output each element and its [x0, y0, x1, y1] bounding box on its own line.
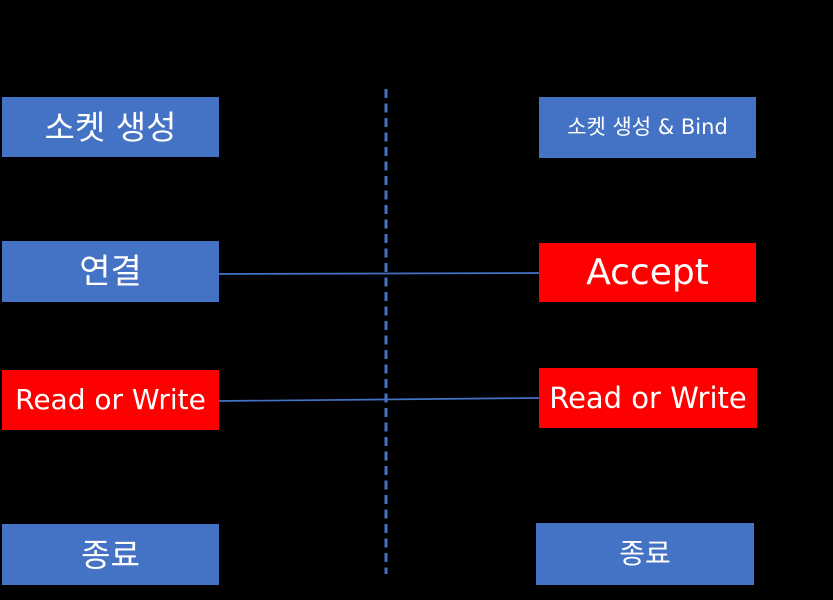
server-step-read-write-label: Read or Write [549, 380, 747, 415]
client-step-read-write: Read or Write [2, 370, 219, 430]
client-step-socket-create-label: 소켓 생성 [44, 107, 177, 147]
server-step-close-label: 종료 [619, 537, 671, 570]
server-step-socket-create-bind: 소켓 생성 & Bind [539, 97, 756, 158]
client-step-connect: 연결 [2, 241, 219, 302]
server-step-accept-label: Accept [586, 251, 709, 293]
client-step-socket-create: 소켓 생성 [2, 97, 219, 157]
client-step-read-write-label: Read or Write [15, 383, 206, 416]
client-step-connect-label: 연결 [79, 251, 142, 292]
client-step-close-label: 종료 [81, 535, 140, 574]
server-step-close: 종료 [536, 523, 754, 585]
connect-accept-connector-line [218, 272, 540, 275]
server-step-accept: Accept [539, 243, 756, 302]
server-step-read-write: Read or Write [539, 368, 757, 428]
read-write-connector-line [218, 397, 540, 402]
server-step-socket-create-bind-label: 소켓 생성 & Bind [567, 115, 728, 139]
client-step-close: 종료 [2, 524, 219, 585]
